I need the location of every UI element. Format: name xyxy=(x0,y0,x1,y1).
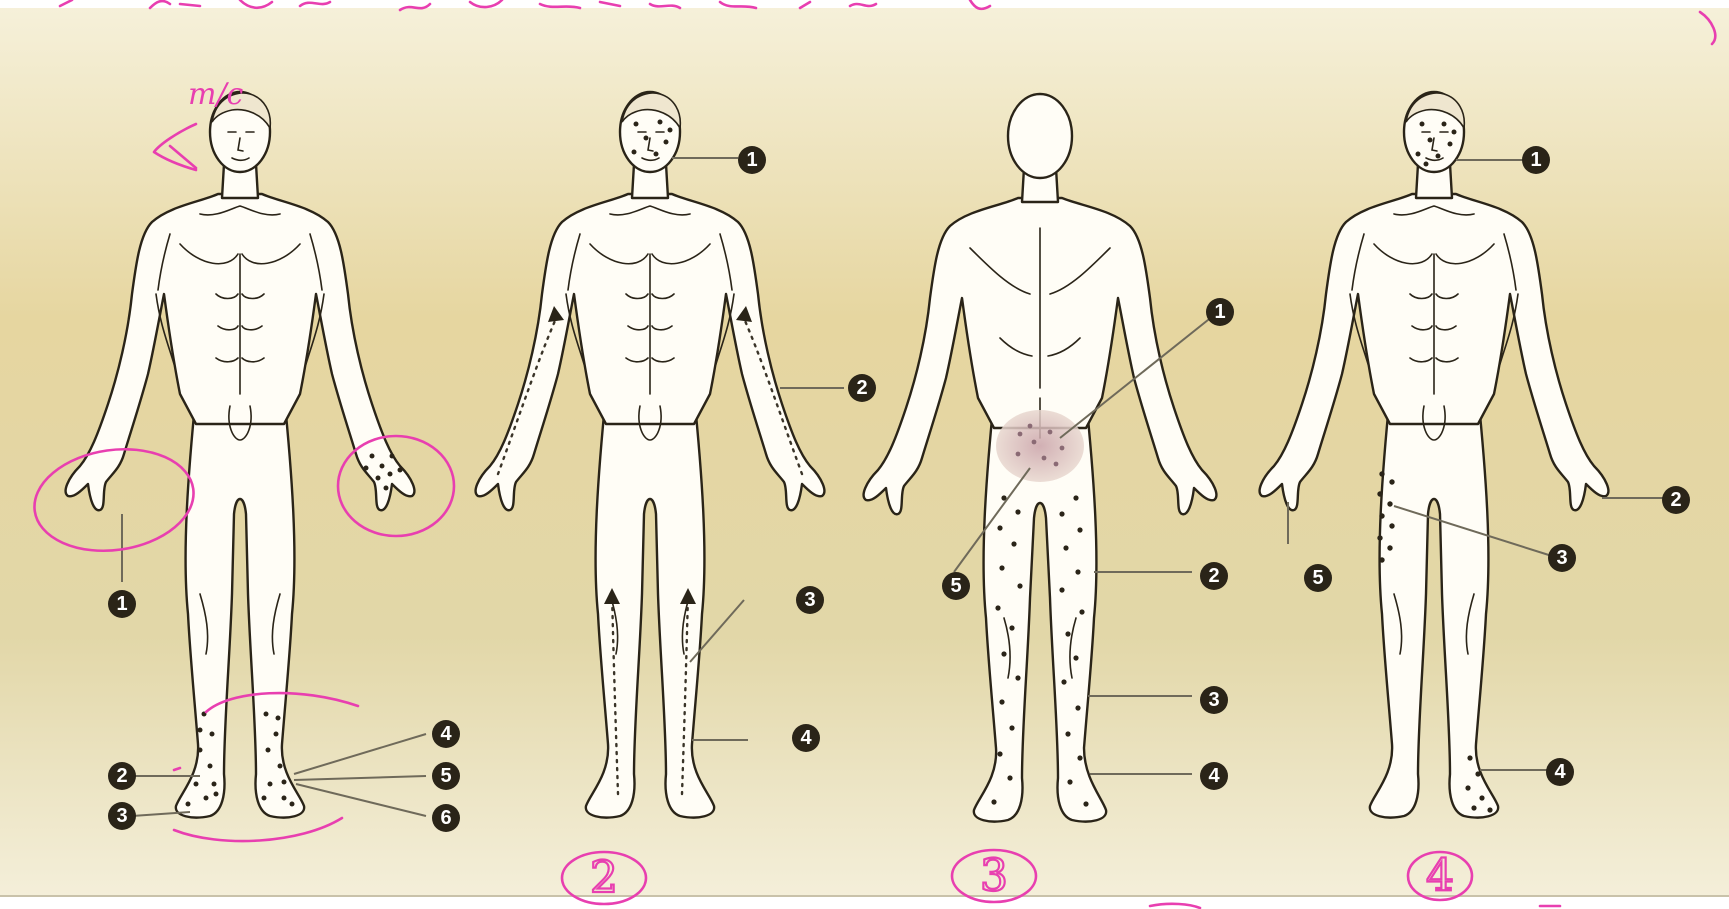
svg-text:3: 3 xyxy=(1556,547,1567,569)
figure-4-callout-1: 1 xyxy=(1522,146,1550,174)
svg-text:3: 3 xyxy=(1208,689,1219,711)
svg-text:1: 1 xyxy=(1530,149,1541,171)
svg-text:1: 1 xyxy=(116,593,127,615)
figure-2-callout-3: 3 xyxy=(796,586,824,614)
handwritten-mc-note: m/c xyxy=(188,77,244,112)
figure-4-callout-2: 2 xyxy=(1662,486,1690,514)
svg-text:4: 4 xyxy=(1554,761,1566,783)
svg-text:2: 2 xyxy=(1670,489,1681,511)
figure-4-callout-3: 3 xyxy=(1548,544,1576,572)
figure-3-callout-2: 2 xyxy=(1200,562,1228,590)
svg-text:2: 2 xyxy=(116,765,127,787)
svg-text:4: 4 xyxy=(1426,851,1454,902)
figure-1-callout-6: 6 xyxy=(432,804,460,832)
svg-text:2: 2 xyxy=(590,853,618,904)
svg-text:2: 2 xyxy=(856,377,867,399)
figure-2-callout-1: 1 xyxy=(738,146,766,174)
figure-3-callout-1: 1 xyxy=(1206,298,1234,326)
figure-3-callout-3: 3 xyxy=(1200,686,1228,714)
svg-text:4: 4 xyxy=(800,727,812,749)
svg-text:6: 6 xyxy=(440,807,451,829)
figure-1-callout-2: 2 xyxy=(108,762,136,790)
figure-4-callout-4: 4 xyxy=(1546,758,1574,786)
figure-4-callout-5: 5 xyxy=(1304,564,1332,592)
figure-1-callout-5: 5 xyxy=(432,762,460,790)
svg-text:4: 4 xyxy=(1208,765,1220,787)
figure-1-callout-1: 1 xyxy=(108,590,136,618)
figure-2-callout-2: 2 xyxy=(848,374,876,402)
svg-text:3: 3 xyxy=(116,805,127,827)
svg-text:4: 4 xyxy=(440,723,452,745)
svg-text:1: 1 xyxy=(746,149,757,171)
svg-text:1: 1 xyxy=(1214,301,1225,323)
bottom-edge-band xyxy=(0,896,1729,909)
figure-3-callout-5: 5 xyxy=(942,572,970,600)
svg-text:3: 3 xyxy=(804,589,815,611)
figure-1-callout-3: 3 xyxy=(108,802,136,830)
svg-text:5: 5 xyxy=(1312,567,1323,589)
svg-text:5: 5 xyxy=(440,765,451,787)
figure-3-callout-4: 4 xyxy=(1200,762,1228,790)
svg-text:5: 5 xyxy=(950,575,961,597)
figure-2-callout-4: 4 xyxy=(792,724,820,752)
svg-text:2: 2 xyxy=(1208,565,1219,587)
figure-1-callout-4: 4 xyxy=(432,720,460,748)
buttock-shaded-zone xyxy=(996,410,1084,482)
svg-text:3: 3 xyxy=(980,851,1008,902)
